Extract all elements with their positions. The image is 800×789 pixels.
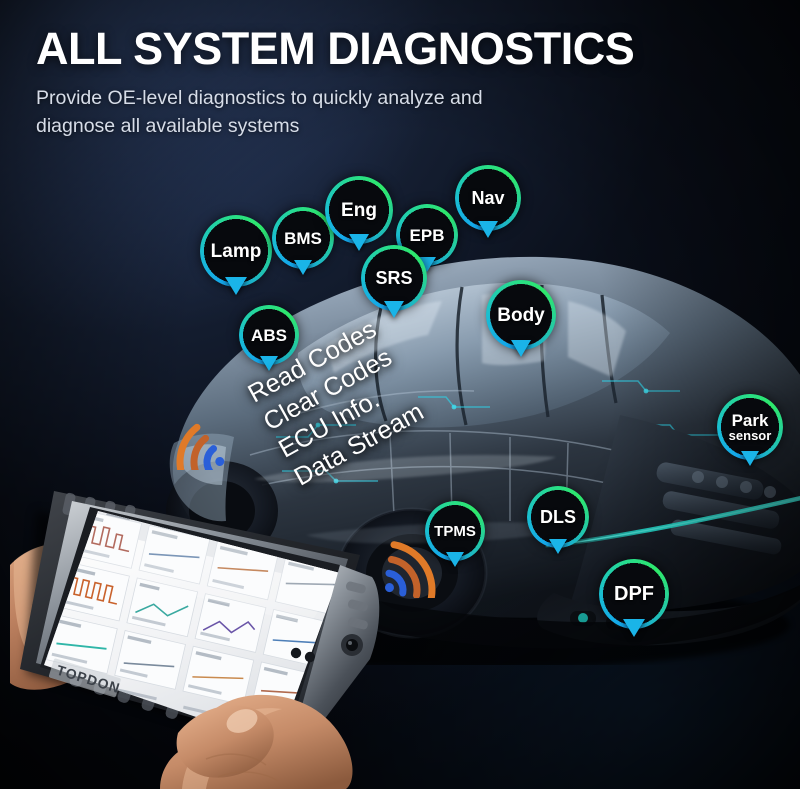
pin-nav[interactable]: Nav — [455, 165, 521, 238]
page-title: ALL SYSTEM DIAGNOSTICS — [36, 23, 635, 74]
pin-bms[interactable]: BMS — [272, 207, 334, 275]
pin-tail-dls — [549, 539, 567, 554]
pin-tail-srs — [384, 301, 404, 318]
pin-dls[interactable]: DLS — [527, 486, 589, 554]
pin-label-bms: BMS — [284, 228, 322, 248]
wireless-signal-icon-left — [160, 400, 238, 470]
pin-label-nav: Nav — [471, 188, 505, 208]
subtitle-line-2: diagnose all available systems — [36, 114, 300, 137]
pin-ring-lamp — [200, 215, 272, 287]
pin-eng[interactable]: Eng — [325, 176, 393, 251]
pin-label-tpms: TPMS — [434, 522, 476, 540]
pin-tail-abs — [260, 356, 278, 371]
pin-tail-park-sensor — [741, 451, 759, 466]
diagnostic-tablet-in-hand: TOPDON — [10, 415, 390, 789]
pin-tail-body — [511, 340, 531, 357]
wireless-signal-icon-right — [366, 524, 450, 598]
pin-ring-eng — [325, 176, 393, 244]
pin-lamp[interactable]: Lamp — [200, 215, 272, 295]
pin-label-abs: ABS — [251, 325, 287, 345]
header-block: ALL SYSTEM DIAGNOSTICS Provide OE-level … — [36, 26, 756, 140]
pin-tail-bms — [294, 260, 312, 275]
pin-tail-eng — [349, 234, 369, 251]
pin-tail-dpf — [623, 619, 645, 637]
pin-label-srs: SRS — [375, 268, 413, 288]
pin-park-sensor[interactable]: Park sensor — [717, 394, 783, 466]
pin-tail-nav — [478, 221, 498, 238]
pin-ring-abs — [239, 305, 299, 365]
pin-label-park: Park — [731, 410, 769, 430]
pin-body[interactable]: Body — [486, 280, 556, 357]
pin-ring-bms — [272, 207, 334, 269]
pin-label-lamp: Lamp — [210, 240, 262, 262]
pin-dpf[interactable]: DPF — [599, 559, 669, 637]
page-subtitle: Provide OE-level diagnostics to quickly … — [36, 85, 636, 140]
pin-abs[interactable]: ABS — [239, 305, 299, 371]
pin-label-dpf: DPF — [614, 583, 654, 605]
pin-label-eng: Eng — [341, 199, 377, 221]
pin-tail-lamp — [225, 277, 247, 295]
pin-label-epb: EPB — [409, 225, 445, 245]
pin-ring-park-sensor — [717, 394, 783, 460]
pin-tpms[interactable]: TPMS — [425, 501, 485, 567]
pin-tail-tpms — [446, 552, 464, 567]
pin-label-sensor: sensor — [728, 427, 772, 443]
pin-ring-body — [486, 280, 556, 350]
pin-ring-dpf — [599, 559, 669, 629]
pin-label-body: Body — [497, 304, 545, 326]
pin-label-dls: DLS — [540, 507, 576, 527]
pin-ring-tpms — [425, 501, 485, 561]
pin-srs[interactable]: SRS — [361, 245, 427, 318]
pin-ring-nav — [455, 165, 521, 231]
pin-ring-srs — [361, 245, 427, 311]
subtitle-line-1: Provide OE-level diagnostics to quickly … — [36, 86, 483, 109]
